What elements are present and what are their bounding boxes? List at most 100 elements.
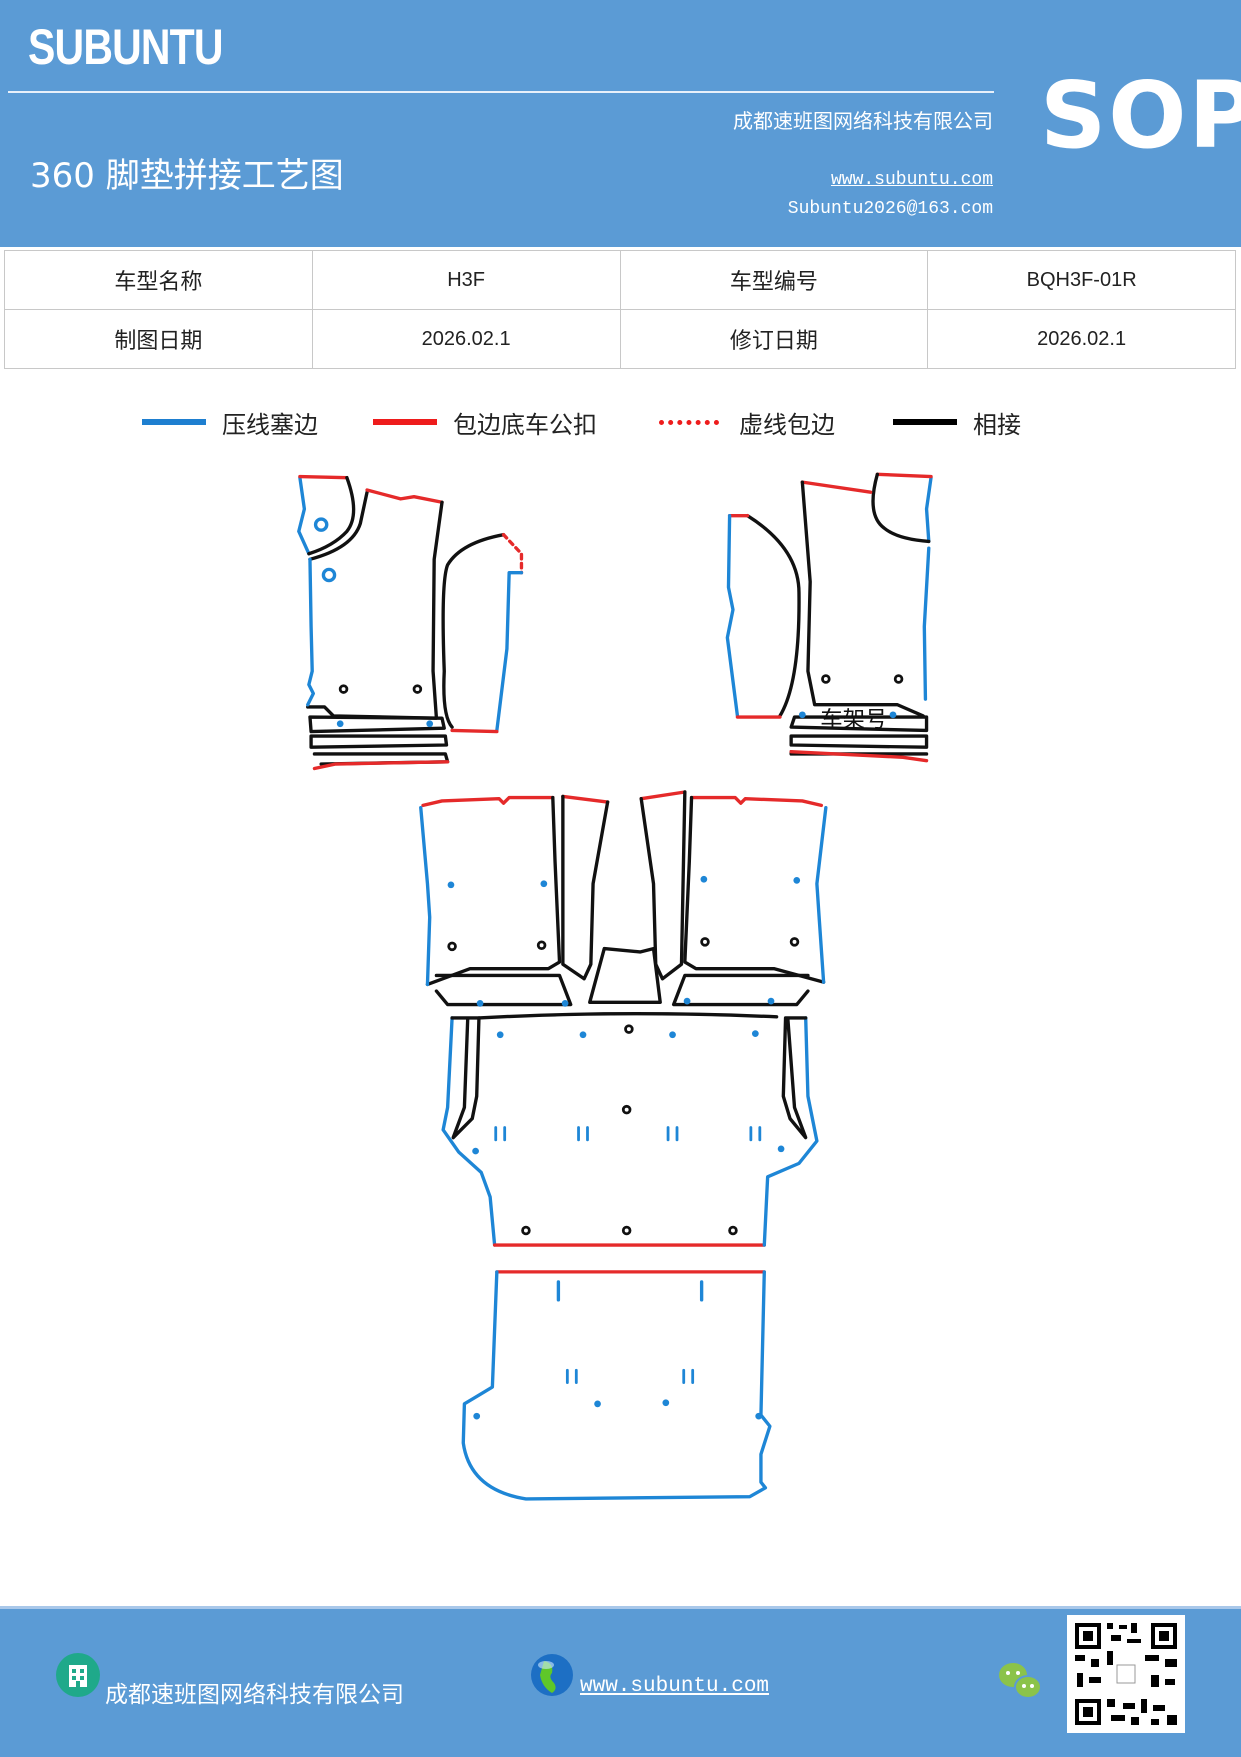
hole-blue <box>313 517 329 532</box>
front-right-mats <box>725 472 933 763</box>
building-icon <box>56 1653 100 1697</box>
second-row-mats <box>419 790 828 1007</box>
mat-edge-black <box>683 795 826 984</box>
hole-black <box>624 1024 634 1034</box>
mat-edge-red <box>800 480 873 494</box>
strip-black <box>671 973 810 1007</box>
dot-blue <box>751 1030 759 1037</box>
legend-item-black: 相接 <box>893 402 1021 442</box>
legend-label: 包边底车公扣 <box>453 410 597 439</box>
dot-blue <box>473 1412 481 1420</box>
slot-pair-blue <box>577 1126 589 1142</box>
dot-blue <box>669 1031 676 1039</box>
sop-badge: SOP <box>1040 62 1241 169</box>
hole-black <box>893 674 904 684</box>
dot-blue <box>767 997 775 1005</box>
hole-black <box>412 684 423 694</box>
dot-blue <box>889 711 897 719</box>
strip-black <box>434 973 573 1007</box>
dot-blue <box>777 1145 785 1153</box>
legend-swatch-dotted <box>659 419 719 425</box>
dot-blue <box>755 1412 763 1420</box>
label-model-name: 车型名称 <box>4 250 313 310</box>
strip-black <box>781 1016 808 1140</box>
mat-edge-red <box>875 472 933 479</box>
value-model-name: H3F <box>311 250 621 310</box>
mat-edge-blue <box>815 805 828 984</box>
mat-edge-blue <box>495 571 524 733</box>
strip-black <box>789 734 929 749</box>
qr-code-pattern <box>1075 1623 1177 1725</box>
mat-edge-red <box>561 794 610 804</box>
hole-black <box>789 937 800 947</box>
header-email: Subuntu2026@163.com <box>787 199 993 219</box>
globe-icon <box>531 1654 573 1696</box>
dot-blue <box>447 881 455 889</box>
mat-edge-black <box>800 480 925 718</box>
mat-edge-blue <box>922 546 931 701</box>
page-title: 360 脚垫拼接工艺图 <box>30 156 344 196</box>
mat-edge-black <box>561 794 610 981</box>
dot-blue <box>700 875 708 883</box>
mat-edge-black <box>425 795 562 987</box>
mat-edge-blue <box>419 805 432 987</box>
value-model-code: BQH3F-01R <box>927 250 1236 310</box>
header-website-link[interactable]: www.subuntu.com <box>830 170 993 190</box>
third-row-mat <box>441 1012 819 1247</box>
dot-blue <box>683 997 691 1005</box>
legend-label: 相接 <box>973 410 1021 439</box>
value-draw-date: 2026.02.1 <box>311 309 621 369</box>
slot-pair-blue <box>494 1126 507 1142</box>
mat-edge-red <box>312 760 450 771</box>
mat-edge-blue <box>297 475 311 556</box>
mat-edge-blue <box>725 514 740 718</box>
dot-blue <box>426 720 434 728</box>
hole-blue <box>321 567 337 583</box>
hole-black <box>728 1225 738 1236</box>
dot-blue <box>594 1400 601 1408</box>
mat-edge-red <box>421 795 555 808</box>
hole-black <box>621 1225 632 1236</box>
info-table: 车型名称 H3F 车型编号 BQH3F-01R 制图日期 2026.02.1 修… <box>4 250 1236 369</box>
dot-blue <box>662 1399 670 1407</box>
front-left-mats <box>297 474 524 771</box>
mat-edge-black <box>477 1012 779 1020</box>
footer-website-link[interactable]: www.subuntu.com <box>580 1675 770 1698</box>
tunnel-black <box>588 946 662 1004</box>
legend: 压线塞边 包边底车公扣 虚线包边 相接 <box>0 402 1241 442</box>
footer-company: 成都速班图网络科技有限公司 <box>105 1682 404 1708</box>
strip-black <box>450 1016 481 1140</box>
hole-black <box>447 941 457 952</box>
mat-edge-red <box>639 790 687 801</box>
dot-blue <box>336 720 344 728</box>
table-row: 车型名称 H3F 车型编号 BQH3F-01R <box>4 250 1236 310</box>
dot-blue <box>793 877 801 884</box>
hole-black <box>521 1225 531 1236</box>
header-company: 成都速班图网络科技有限公司 <box>733 109 993 133</box>
legend-item-blue: 压线塞边 <box>142 402 318 442</box>
mat-edge-red <box>689 795 824 808</box>
legend-label: 虚线包边 <box>739 410 835 439</box>
mat-edge-black <box>306 500 444 720</box>
mat-edge-black <box>639 790 687 981</box>
mat-edge-blue <box>306 557 316 707</box>
mat-edge-red <box>298 474 349 480</box>
mat-edge-black <box>307 475 356 556</box>
legend-item-red: 包边底车公扣 <box>373 402 597 442</box>
mat-edge-black <box>871 472 931 544</box>
mat-edge-black <box>308 490 369 561</box>
legend-label: 压线塞边 <box>222 410 318 439</box>
legend-swatch-blue <box>142 419 206 425</box>
strip-black <box>309 734 449 749</box>
hole-black <box>700 937 710 947</box>
mat-edge-blue <box>441 1016 497 1247</box>
mat-edge-blue <box>461 1270 772 1501</box>
value-revise-date: 2026.02.1 <box>927 309 1236 369</box>
hole-black <box>338 684 349 694</box>
hole-black <box>821 674 831 684</box>
brand-logo: SUBUNTU <box>28 19 224 75</box>
dot-blue <box>561 1000 569 1007</box>
qr-code <box>1067 1615 1185 1733</box>
dot-blue <box>798 711 806 719</box>
mat-edge-black <box>441 533 506 729</box>
